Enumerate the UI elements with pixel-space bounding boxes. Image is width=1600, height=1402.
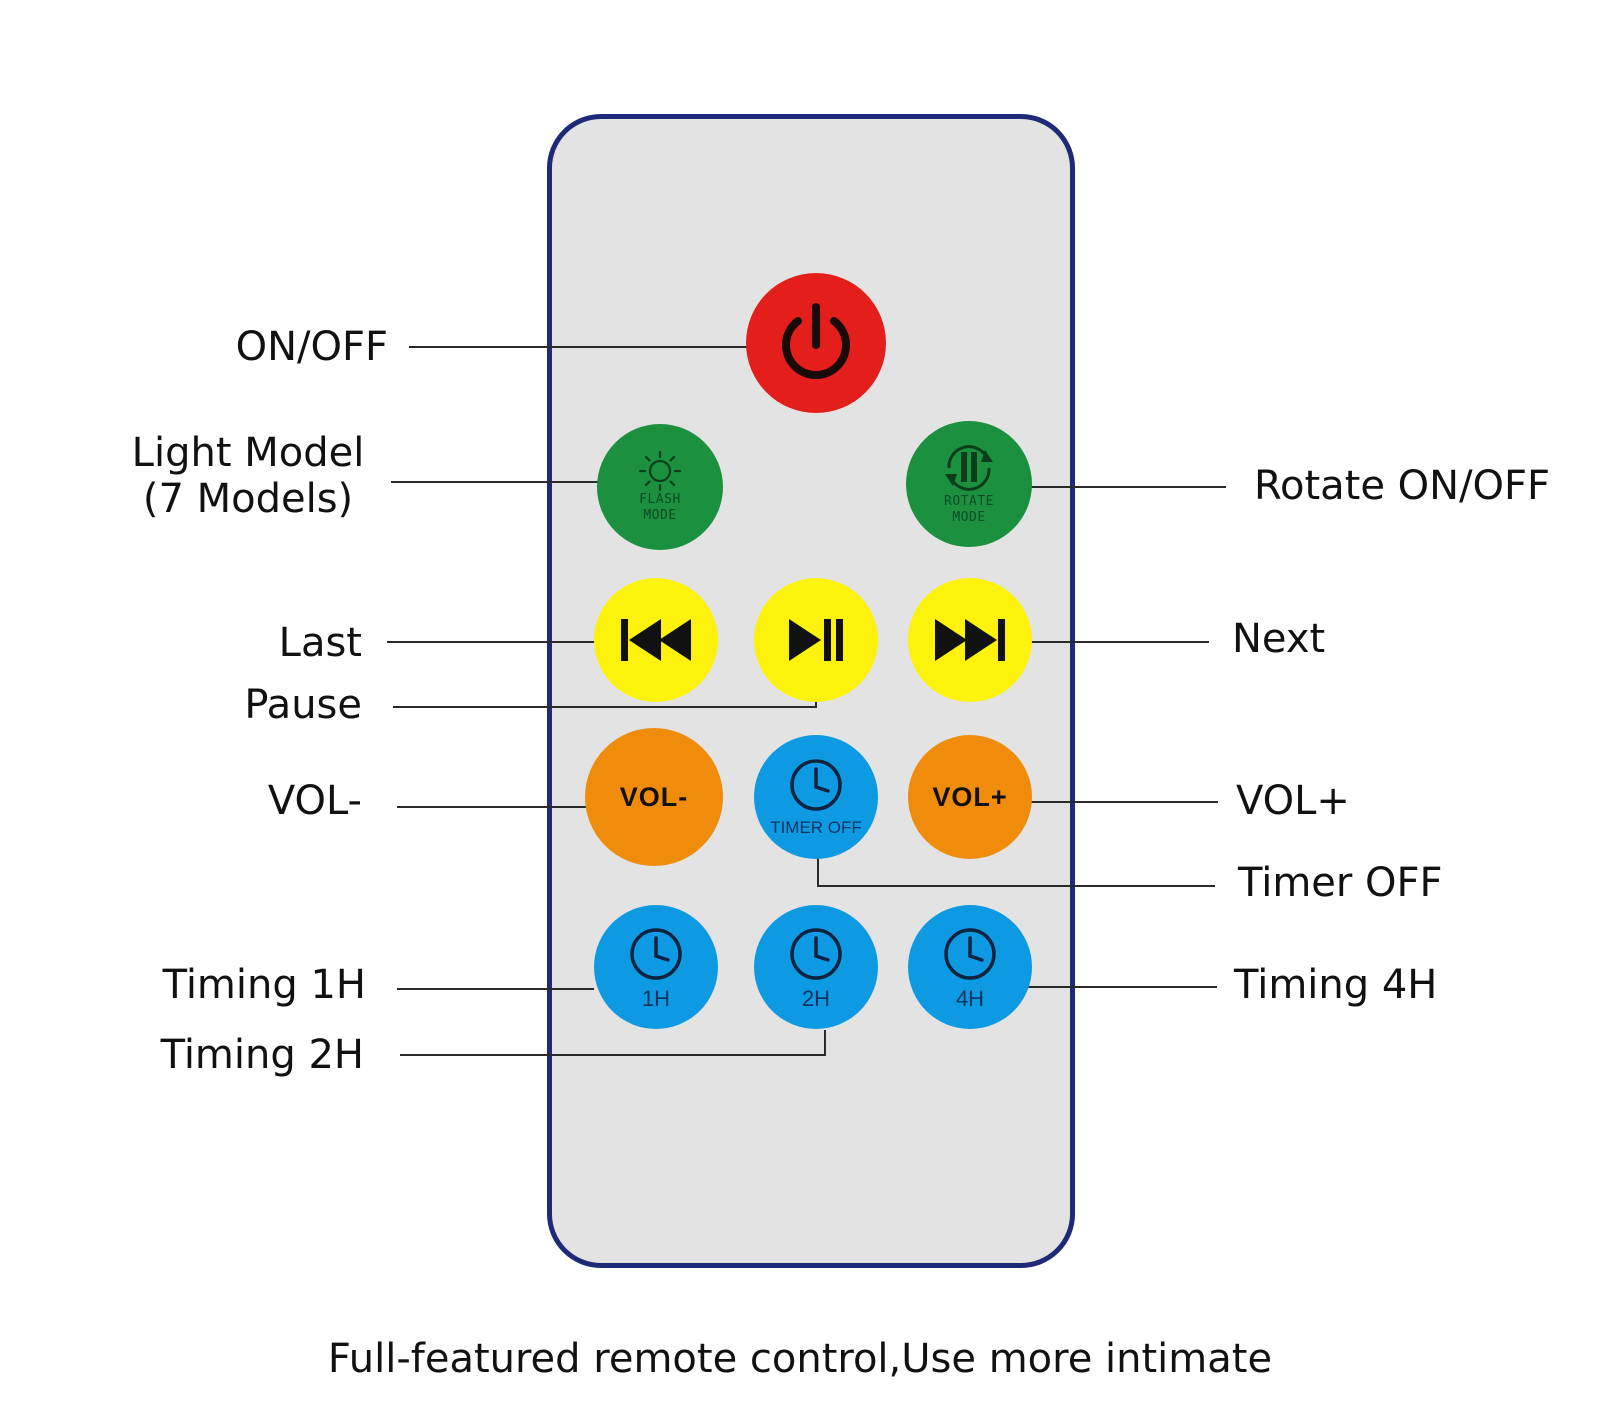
label-timing-4h: Timing 4H — [1234, 962, 1438, 1008]
vol-plus-button-label: VOL+ — [932, 781, 1008, 812]
label-rotate-on-off: Rotate ON/OFF — [1254, 463, 1551, 509]
label-next: Next — [1232, 616, 1326, 662]
timing-1h-button[interactable]: 1H — [594, 905, 718, 1029]
vol-minus-button-label: VOL- — [619, 781, 689, 812]
timing-1h-button-label: 1H — [641, 986, 671, 1011]
flash-mode-label-1: FLASH — [639, 492, 681, 507]
rotate-mode-label-1: ROTATE — [944, 494, 994, 509]
rotate-mode-button[interactable]: ROTATE MODE — [906, 421, 1032, 547]
label-vol-plus: VOL+ — [1236, 778, 1350, 824]
last-button[interactable] — [594, 578, 718, 702]
timer-off-button-label: TIMER OFF — [770, 818, 862, 837]
flash-mode-label-2: MODE — [643, 508, 677, 523]
label-light-model-1: Light Model — [131, 430, 365, 476]
label-vol-minus: VOL- — [267, 778, 362, 824]
skip-forward-icon — [935, 619, 1005, 661]
timing-2h-button[interactable]: 2H — [754, 905, 878, 1029]
timing-4h-button[interactable]: 4H — [908, 905, 1032, 1029]
timing-4h-button-label: 4H — [955, 986, 985, 1011]
label-light-model-2: (7 Models) — [142, 476, 354, 522]
skip-back-icon — [621, 619, 691, 661]
clock-icon — [790, 759, 842, 811]
power-icon — [782, 303, 850, 379]
play-pause-button[interactable] — [754, 578, 878, 702]
label-timer-off: Timer OFF — [1238, 860, 1443, 906]
caption: Full-featured remote control,Use more in… — [327, 1336, 1273, 1382]
play-pause-icon — [789, 619, 843, 661]
label-on-off: ON/OFF — [235, 324, 388, 370]
power-button[interactable] — [746, 273, 886, 413]
label-pause: Pause — [244, 682, 362, 728]
timing-2h-button-label: 2H — [801, 986, 831, 1011]
clock-icon — [944, 928, 996, 980]
rotate-pause-icon — [945, 445, 993, 491]
label-timing-2h: Timing 2H — [160, 1032, 364, 1078]
vol-minus-button[interactable]: VOL- — [585, 728, 723, 866]
clock-icon — [630, 928, 682, 980]
vol-plus-button[interactable]: VOL+ — [908, 735, 1032, 859]
flash-mode-button[interactable]: FLASH MODE — [597, 424, 723, 550]
rotate-mode-label-2: MODE — [952, 510, 986, 525]
next-button[interactable] — [908, 578, 1032, 702]
label-last: Last — [278, 620, 362, 666]
label-timing-1h: Timing 1H — [162, 962, 366, 1008]
timer-off-button[interactable]: TIMER OFF — [754, 735, 878, 859]
sun-icon — [638, 450, 682, 492]
clock-icon — [790, 928, 842, 980]
